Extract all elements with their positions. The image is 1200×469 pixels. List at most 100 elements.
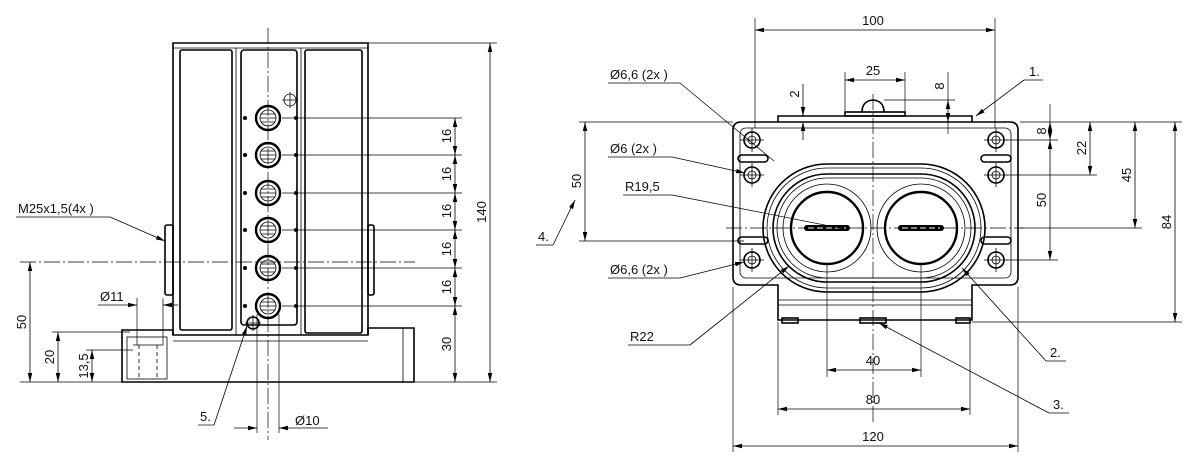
leader-line <box>213 325 248 426</box>
mounting-hole <box>984 248 1008 272</box>
base-plate <box>121 327 415 383</box>
mounting-slot <box>980 154 1012 163</box>
dim-label-2: 2 <box>787 90 802 97</box>
hole-66-top-callout: Ø6,6 (2x ) <box>608 67 775 162</box>
top-view: 100 25 8 2 1. Ø6,6 (2x ) <box>536 13 1182 452</box>
dimension-25: 25 <box>844 63 906 111</box>
leader-line <box>671 194 846 230</box>
dim-label-16: 16 <box>439 280 454 294</box>
dim-label-dia-10: Ø10 <box>295 413 320 428</box>
hole-66-bottom-callout: Ø6,6 (2x ) <box>608 261 745 279</box>
dimension-dia-10: Ø10 <box>234 314 328 433</box>
dim-label-8: 8 <box>932 82 947 89</box>
dimension-120: 120 <box>732 287 1019 452</box>
dim-label-16: 16 <box>439 167 454 181</box>
middle-panel <box>240 49 298 326</box>
fixing-hole <box>245 315 261 331</box>
mounting-hole <box>984 128 1008 152</box>
radius-22-callout: R22 <box>628 265 790 346</box>
thread-callout: M25x1,5(4x ) <box>16 201 166 242</box>
dim-label-50: 50 <box>14 315 29 329</box>
hole-label-dia-6: Ø6 (2x ) <box>610 141 657 156</box>
leader-line <box>975 79 1025 117</box>
leader-line <box>689 265 790 346</box>
radius-label-22: R22 <box>630 329 654 344</box>
dimension-20: 20 <box>42 331 130 382</box>
mounting-hole <box>740 128 764 152</box>
lid-edge <box>777 115 973 122</box>
dim-label-84: 84 <box>1159 215 1174 229</box>
terminal-screw <box>243 141 298 169</box>
foot <box>781 317 799 324</box>
item-2-callout: 2. <box>961 267 1066 362</box>
crosshair-mark <box>282 92 298 108</box>
dim-label-140: 140 <box>474 201 489 223</box>
thread-label: M25x1,5(4x ) <box>18 201 94 216</box>
dim-label-dia-11: Ø11 <box>100 289 124 304</box>
pitch-dimensions: 16 16 16 16 16 30 <box>282 42 497 383</box>
mounting-holes <box>737 128 1012 272</box>
dimension-8-top: 8 <box>884 72 955 134</box>
terminal-screw <box>243 179 298 207</box>
housing-body <box>172 42 369 335</box>
item-4-callout: 4. <box>536 199 576 246</box>
dimension-140: 140 <box>474 43 493 382</box>
leader-line <box>552 199 576 246</box>
mounting-slot <box>737 154 769 163</box>
mounting-slot <box>737 236 769 245</box>
foot <box>955 317 971 324</box>
dim-label-16: 16 <box>439 242 454 256</box>
base-outline <box>121 327 415 383</box>
dim-label-80: 80 <box>866 392 880 407</box>
dim-label-25: 25 <box>866 63 880 78</box>
item-label-2: 2. <box>1050 345 1061 360</box>
dimension-40: 40 <box>826 264 922 377</box>
item-label-1: 1. <box>1029 64 1040 79</box>
housing-outline <box>732 121 1019 321</box>
dim-label-100: 100 <box>862 13 884 28</box>
item-label-5: 5. <box>200 409 211 424</box>
side-view: M25x1,5(4x ) Ø11 50 20 13,5 5. <box>14 28 497 440</box>
dim-label-50: 50 <box>1034 193 1049 207</box>
item-5-callout: 5. <box>198 325 248 426</box>
dim-label-120: 120 <box>862 429 884 444</box>
dim-label-16: 16 <box>439 204 454 218</box>
leader-line <box>961 267 1047 362</box>
item-1-callout: 1. <box>975 64 1043 117</box>
leader-line <box>878 322 1050 414</box>
hole-label-dia-6-6: Ø6,6 (2x ) <box>610 67 668 82</box>
right-dimensions: 8 22 45 50 84 <box>972 104 1182 323</box>
mounting-slot <box>980 236 1012 245</box>
dim-label-30: 30 <box>439 337 454 351</box>
item-label-3: 3. <box>1053 397 1064 412</box>
leader-line <box>679 261 745 279</box>
leader-line <box>109 216 166 242</box>
dimension-2: 2 <box>787 84 806 140</box>
terminal-screw <box>243 216 298 244</box>
leader-line <box>671 156 746 174</box>
dimension-dia-11: Ø11 <box>98 289 178 345</box>
actuator-dome <box>861 99 885 113</box>
item-label-4: 4. <box>538 229 549 244</box>
housing-outline <box>172 42 369 335</box>
dimension-100: 100 <box>754 13 996 128</box>
dim-label-16: 16 <box>439 129 454 143</box>
dimension-50-left: 50 <box>14 262 122 383</box>
dimension-50-left: 50 <box>569 121 744 242</box>
dim-label-22: 22 <box>1074 141 1089 155</box>
radius-label-19-5: R19,5 <box>625 179 660 194</box>
terminal-screw <box>243 254 298 282</box>
radius-19-5-callout: R19,5 <box>623 179 846 230</box>
dim-label-50: 50 <box>569 174 584 188</box>
cable-entry-left <box>164 224 174 296</box>
mounting-hole <box>740 163 764 187</box>
dim-label-45: 45 <box>1119 168 1134 182</box>
dim-label-20: 20 <box>42 350 57 364</box>
dim-label-13-5: 13,5 <box>76 353 91 378</box>
mounting-hole <box>740 248 764 272</box>
cable-gland-nut <box>126 336 168 380</box>
actuator-plate <box>844 111 906 117</box>
item-3-callout: 3. <box>878 322 1069 414</box>
dimension-13-5: 13,5 <box>76 349 133 382</box>
